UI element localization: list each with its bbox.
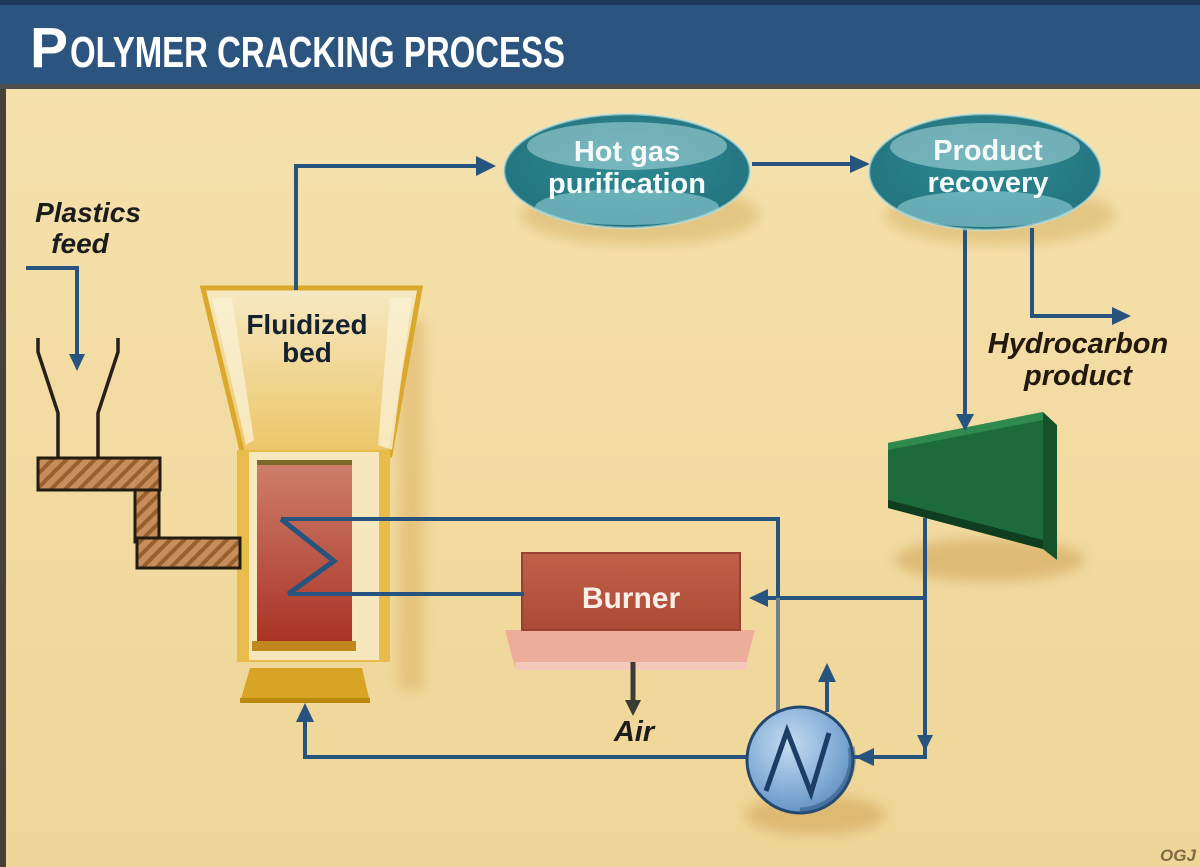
plastics-feed-label-line1: Plastics [35,197,141,228]
burner-label: Burner [582,582,681,615]
airlock-connector [133,486,161,544]
hot-gas-pipe [294,164,476,290]
airlock-upper-box [36,456,162,492]
heat-exchanger [745,705,856,815]
arrow-into-burner [749,589,768,607]
burner: Burner [505,552,755,670]
hot-gas-glow [535,189,719,225]
arrow-hydrocarbon-out [1112,307,1131,325]
hopper-outline [36,338,120,458]
header-bar: P OLYMER CRACKING PROCESS [0,0,1200,84]
hydrocarbon-label-line2: product [1023,360,1133,392]
heat-exchanger-coil-icon [763,723,832,801]
funnel-highlight-right [378,298,412,450]
compressor-top-highlight [888,412,1043,450]
recovery-label-line2: recovery [928,167,1049,199]
feed-airlock [36,456,242,570]
page-title: OLYMER CRACKING PROCESS [70,28,565,77]
piping [26,162,1112,759]
air-label: Air [613,716,656,748]
heat-exchanger-rim [799,746,856,815]
labels: Plastics feed Fluidized bed Hydrocarbon … [35,197,1196,865]
arrow-into-compressor [956,414,974,431]
arrow-into-exchanger [855,748,874,766]
bed-bottom-band [252,641,356,651]
hot-gas-purification-node: Hot gas purification [502,112,752,230]
vessel-base [240,668,370,702]
burner-base [505,630,755,668]
arrow-into-bed-bottom [296,703,314,722]
fluidized-bed-label-line2: bed [282,337,332,368]
compressor-side-face [1043,412,1057,560]
bed-red [257,465,352,641]
header-divider [0,83,1200,89]
arrow-down-recycle [917,735,933,751]
bed-heating-coil [279,517,339,597]
airlock-lower-box [135,536,242,570]
watermark: OGJ [1160,846,1196,865]
feed-hopper [36,338,120,458]
recycle-pipe [303,518,927,759]
feed-arrow-pipe [26,266,79,356]
hydrocarbon-product-pipe [1030,228,1112,318]
arrow-feed-down [69,354,85,371]
funnel-highlight-left [212,298,254,445]
compressor-bottom-shade [888,500,1043,549]
arrow-flue-up [818,663,836,682]
recovery-label-line1: Product [933,135,1043,167]
recovery-gloss [890,123,1080,171]
page-title-initial: P [30,16,68,80]
arrowheads [69,155,1131,766]
hot-gas-gloss [527,122,727,170]
plastics-feed-label-line2: feed [51,228,109,259]
header-top-edge [0,0,1200,5]
header-background [0,0,1200,84]
arrow-into-recovery [850,155,870,173]
shadow [895,538,1085,582]
arrow-air-down [625,700,641,716]
hot-gas-label-line2: purification [548,168,706,200]
arrow-into-hot-gas [476,156,496,176]
fluidized-bed-label-line1: Fluidized [246,309,367,340]
recovery-glow [897,191,1073,227]
compressor [888,412,1057,560]
fluidized-bed-vessel [199,285,423,703]
vessel-base-edge [240,698,370,703]
hot-gas-label-line1: Hot gas [574,136,680,168]
hydrocarbon-label-line1: Hydrocarbon [988,328,1168,360]
coil-supply-pipe [281,517,780,596]
bed-top-line [257,460,352,467]
product-recovery-node: Product recovery [867,112,1103,232]
left-border [0,89,6,867]
burner-body [521,552,741,631]
